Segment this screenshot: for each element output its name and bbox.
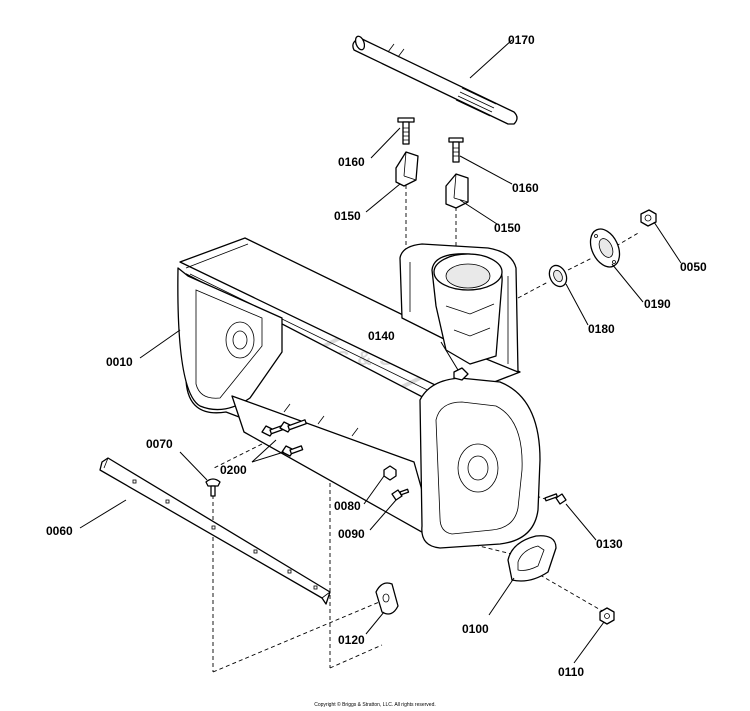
label-0190: 0190 (644, 297, 671, 311)
bolts-0200 (261, 419, 307, 457)
skid-shoe (507, 535, 557, 582)
label-0090: 0090 (338, 527, 365, 541)
scraper-bar (99, 457, 331, 605)
leader-lines (79, 39, 682, 664)
label-0140: 0140 (368, 329, 395, 343)
label-0180: 0180 (588, 322, 615, 336)
skid-bracket-left (395, 151, 419, 187)
carriage-bolt-right (448, 137, 464, 163)
part-labels: 0170 0160 0160 0150 0150 0050 0190 0180 … (46, 33, 707, 679)
label-0080: 0080 (334, 499, 361, 513)
bearing-flange (589, 228, 621, 268)
skid-bracket-right (445, 173, 469, 209)
label-0200: 0200 (220, 463, 247, 477)
label-0160-left: 0160 (338, 155, 365, 169)
label-0120: 0120 (338, 633, 365, 647)
label-0050: 0050 (680, 260, 707, 274)
shaft-grip (455, 87, 497, 117)
chute-adapter (431, 253, 503, 365)
carriage-bolt-0070 (205, 478, 221, 497)
label-0070: 0070 (146, 437, 173, 451)
label-0170: 0170 (508, 33, 535, 47)
label-0060: 0060 (46, 524, 73, 538)
bearing (548, 264, 568, 288)
skid-0120 (375, 582, 399, 615)
label-0130: 0130 (596, 537, 623, 551)
nut-0050 (640, 209, 657, 227)
bolt-0090 (391, 488, 410, 501)
label-0110: 0110 (558, 665, 584, 679)
label-0150-left: 0150 (334, 209, 361, 223)
label-0150-right: 0150 (494, 221, 521, 235)
nut-0080 (383, 465, 397, 481)
copyright-notice: Copyright © Briggs & Stratton, LLC. All … (314, 701, 436, 708)
label-0100: 0100 (462, 622, 489, 636)
nut-0110 (599, 607, 615, 625)
rivet-0140 (453, 367, 469, 381)
shaft-part (352, 35, 518, 125)
label-0160-right: 0160 (512, 181, 539, 195)
carriage-bolt-left (397, 117, 415, 145)
label-0010: 0010 (106, 355, 133, 369)
bolt-0130 (544, 493, 567, 505)
